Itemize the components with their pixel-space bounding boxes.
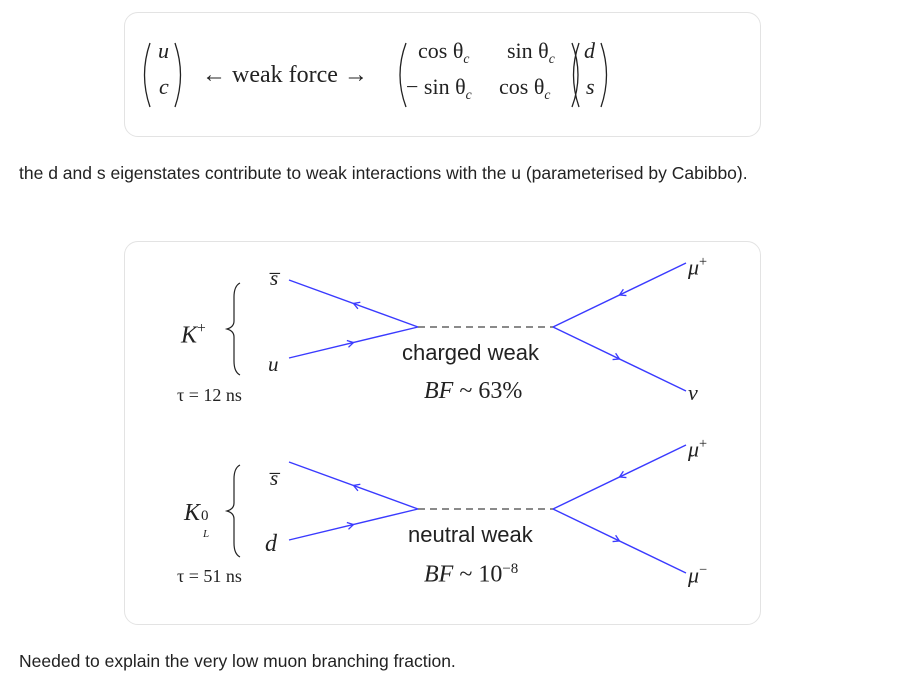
lifetime-k-plus: τ = 12 ns	[177, 385, 242, 405]
matrix-cell-21: − sin θc	[406, 74, 472, 102]
quark-arrow-1	[346, 521, 355, 530]
matrix-cell-12: sin θc	[507, 38, 555, 66]
lifetime-k-long: τ = 51 ns	[177, 566, 242, 586]
cabibbo-equation-card	[124, 12, 761, 137]
product-top-arrow-0	[618, 288, 627, 297]
product-bottom-arrow-0	[612, 352, 621, 361]
product-neutrino: ν	[688, 380, 698, 405]
right-paren	[174, 42, 182, 108]
quark-anti-s: s̅	[270, 266, 279, 290]
left-paren	[143, 42, 151, 108]
quark-arrow-0	[346, 339, 355, 348]
right-vector-left-paren	[572, 42, 580, 108]
branching-fraction-charged: BF ~ 63%	[424, 378, 523, 404]
matrix-left-paren	[399, 42, 407, 108]
product-mu-plus: μ+	[688, 254, 708, 280]
antiquark-arrow-0	[352, 301, 361, 310]
vector-u: u	[158, 38, 169, 63]
product-bottom-arrow-1	[612, 534, 621, 543]
cabibbo-paragraph: the d and s eigenstates contribute to we…	[19, 163, 748, 183]
branching-fraction-neutral: BF ~ 10−8	[424, 561, 519, 588]
product-top-arrow-1	[618, 470, 627, 479]
quark-anti-s-2: s̅	[270, 466, 279, 490]
muon-branching-paragraph: Needed to explain the very low muon bran…	[19, 651, 456, 671]
right-vector-right-paren	[600, 42, 608, 108]
meson-k-plus: K+	[181, 320, 206, 349]
exchange-label-neutral: neutral weak	[408, 522, 533, 547]
brace-0	[224, 282, 241, 376]
quark-u: u	[268, 352, 279, 376]
matrix-right-paren	[571, 42, 579, 108]
antiquark-arrow-1	[352, 483, 361, 492]
product-mu-minus: μ−	[688, 562, 708, 588]
vector-s: s	[586, 74, 595, 99]
quark-d: d	[265, 531, 277, 557]
matrix-cell-11: cos θc	[418, 38, 470, 66]
brace-1	[224, 464, 241, 558]
matrix-cell-22: cos θc	[499, 74, 551, 102]
exchange-label-charged: charged weak	[402, 340, 539, 365]
product-mu-plus-2: μ+	[688, 436, 708, 462]
weak-force-label: ← weak force →	[202, 62, 368, 88]
kaon-decay-card	[124, 241, 761, 625]
vector-d: d	[584, 38, 595, 63]
vector-c: c	[159, 74, 169, 99]
